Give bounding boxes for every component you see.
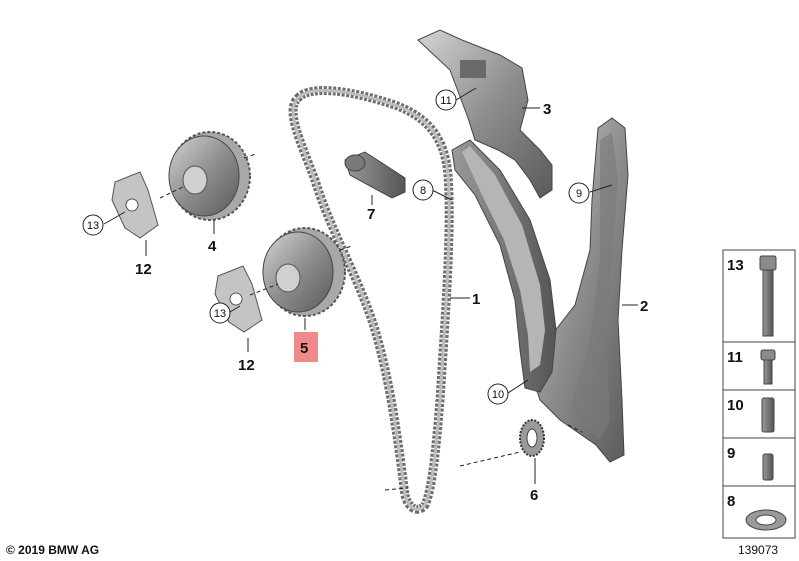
callout-5[interactable]: 5: [300, 340, 308, 357]
bolt-13-icon: [759, 255, 777, 337]
chain-tensioner: [344, 151, 406, 199]
timing-chain: [288, 86, 454, 514]
diagram-id: 139073: [738, 543, 779, 557]
callout-10[interactable]: 10: [487, 383, 509, 405]
side-panel: 13 11 10 9 8: [722, 249, 796, 539]
callout-4[interactable]: 4: [208, 238, 217, 255]
camshaft-adjuster-4: [168, 131, 251, 221]
pin-9-icon: [762, 453, 774, 481]
sealing-ring-8-icon: [745, 509, 787, 531]
callout-12-lower[interactable]: 12: [238, 357, 255, 374]
copyright-text: © 2019 BMW AG: [6, 543, 100, 557]
side-label-13[interactable]: 13: [727, 257, 744, 274]
side-label-9[interactable]: 9: [727, 445, 735, 462]
callout-13-lower[interactable]: 13: [209, 302, 231, 324]
tensioner-rail: [451, 139, 557, 393]
callout-1[interactable]: 1: [472, 291, 480, 308]
side-label-10[interactable]: 10: [727, 397, 744, 414]
callout-13-upper[interactable]: 13: [82, 214, 104, 236]
highlight-box: [294, 332, 318, 362]
callout-8-label: 8: [420, 185, 426, 197]
cover-plate-upper: [111, 171, 159, 239]
callout-11[interactable]: 11: [435, 89, 457, 111]
side-label-11[interactable]: 11: [727, 349, 743, 366]
camshaft-adjuster-5: [262, 227, 346, 317]
pin-10-icon: [761, 397, 775, 433]
bolt-11-icon: [760, 349, 776, 385]
guide-rail: [529, 117, 629, 463]
callout-13-upper-label: 13: [87, 220, 99, 232]
callout-13-lower-label: 13: [214, 308, 226, 320]
upper-guide: [417, 29, 553, 199]
side-label-8[interactable]: 8: [727, 493, 735, 510]
callout-11-label: 11: [440, 95, 451, 107]
callout-3[interactable]: 3: [543, 101, 551, 118]
callout-12-upper[interactable]: 12: [135, 261, 152, 278]
crank-sprocket: [519, 419, 545, 457]
callout-8[interactable]: 8: [412, 179, 434, 201]
callout-10-label: 10: [492, 389, 504, 401]
callout-2[interactable]: 2: [640, 298, 648, 315]
callout-9[interactable]: 9: [568, 182, 590, 204]
callout-6[interactable]: 6: [530, 487, 538, 504]
callout-7[interactable]: 7: [367, 206, 375, 223]
leader-lines: [103, 87, 638, 491]
callout-9-label: 9: [576, 188, 582, 200]
